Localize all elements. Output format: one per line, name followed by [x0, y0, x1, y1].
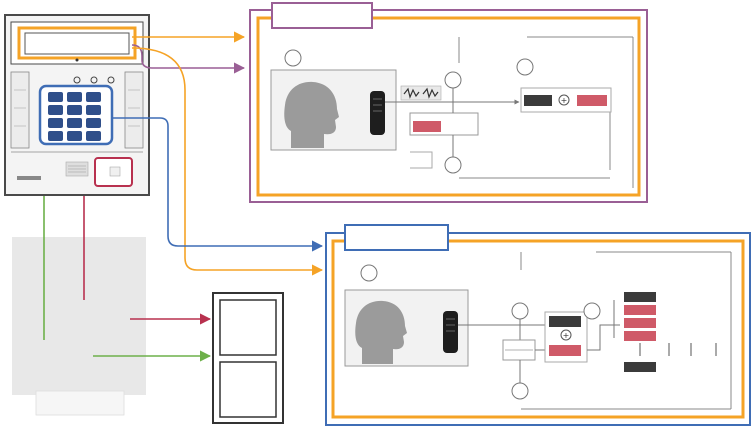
- top-step-marker-4: [444, 156, 462, 174]
- device-left-column: [10, 71, 30, 149]
- wave-icon: [403, 87, 420, 99]
- keypad-key: [67, 118, 82, 128]
- bottom-step-marker-3: [511, 382, 529, 400]
- bottom-step-marker-1: [360, 264, 378, 282]
- device-display-highlight: [17, 26, 137, 60]
- keypad-key: [86, 131, 101, 141]
- top-panel-orange-frame: [256, 16, 641, 197]
- bottom-branch-line: [587, 324, 620, 351]
- waveform-pair: [400, 85, 442, 101]
- bottom-tag-2: [549, 345, 581, 356]
- output-cabinet: [212, 292, 284, 424]
- status-light-1: [73, 76, 81, 84]
- connector-blue-bottom: [112, 117, 324, 252]
- bottom-panel-title-tab: [344, 224, 449, 251]
- device-right-column: [124, 71, 144, 149]
- base-unit-stand: [35, 390, 125, 416]
- base-unit-body: [12, 237, 146, 395]
- keypad-key: [48, 92, 63, 102]
- top-tag-3: [577, 95, 607, 106]
- bottom-tag-5: [624, 318, 656, 328]
- bottom-tag-3: [624, 292, 656, 302]
- top-tag-1: [413, 121, 441, 132]
- keypad-key: [86, 118, 101, 128]
- top-step-marker-2: [444, 71, 462, 89]
- device-indicator-dot: [75, 58, 79, 62]
- microphone-icon: [443, 311, 458, 353]
- microphone-icon: [370, 91, 385, 135]
- keypad-key: [86, 105, 101, 115]
- wave-icon: [422, 87, 439, 99]
- keypad-key: [48, 105, 63, 115]
- bottom-tag-6: [624, 331, 656, 341]
- bottom-step-marker-4: [583, 302, 601, 320]
- device-unit: [4, 14, 150, 196]
- top-combine-plus: +: [561, 96, 568, 105]
- keypad-key: [67, 105, 82, 115]
- keypad-key: [48, 131, 63, 141]
- head-silhouette-icon: [284, 81, 339, 148]
- bottom-combine-plus: +: [563, 331, 570, 340]
- top-aux-box: [410, 151, 433, 169]
- top-tag-2: [524, 95, 552, 106]
- device-slot: [109, 166, 121, 177]
- top-step-marker-3: [516, 58, 534, 76]
- top-panel-title-tab: [271, 2, 373, 29]
- bottom-tag-4: [624, 305, 656, 315]
- base-unit: [12, 237, 146, 416]
- bottom-panel-orange-frame: [331, 239, 745, 419]
- status-light-3: [107, 76, 115, 84]
- bottom-combine-symbol: [560, 329, 572, 341]
- bottom-panel: +: [325, 224, 751, 426]
- top-combine-symbol: [558, 94, 570, 106]
- keypad-key: [67, 131, 82, 141]
- bottom-tag-1: [549, 316, 581, 327]
- device-display-screen: [24, 32, 130, 55]
- keypad-key: [48, 118, 63, 128]
- keypad-key: [86, 92, 101, 102]
- connector-orange-bottom: [131, 47, 324, 276]
- output-cabinet-upper: [219, 299, 277, 356]
- top-panel: +: [249, 2, 648, 203]
- keypad: [48, 92, 101, 141]
- keypad-key: [67, 92, 82, 102]
- output-cabinet-lower: [219, 361, 277, 418]
- bottom-tag-7: [624, 362, 656, 372]
- device-footer-label: [17, 176, 41, 180]
- status-light-2: [90, 76, 98, 84]
- connector-purple-top: [131, 44, 246, 74]
- top-step-marker-1: [284, 49, 302, 67]
- head-silhouette-icon: [355, 300, 407, 364]
- bottom-step-marker-2: [511, 302, 529, 320]
